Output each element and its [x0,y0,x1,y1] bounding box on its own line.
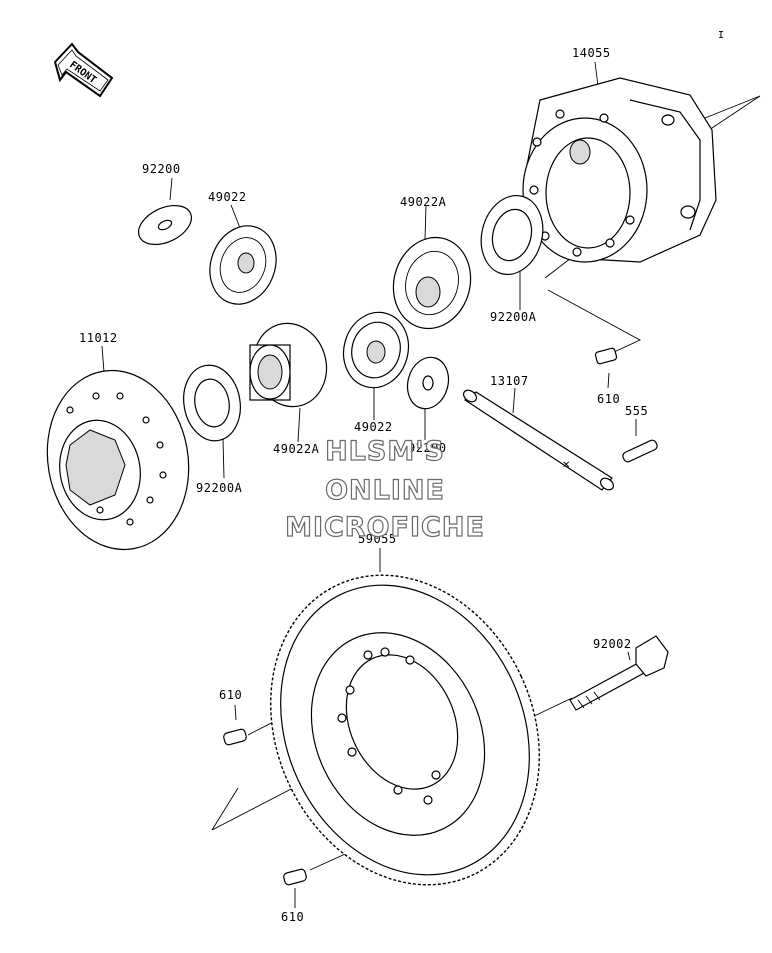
label-14055: 14055 [572,46,611,60]
label-49022-mid: 49022 [354,420,393,434]
differential-case-14055 [522,77,717,263]
pin-555 [622,439,658,463]
side-gear-49022A-mid [249,322,328,408]
svg-text:✕: ✕ [562,460,570,471]
label-555: 555 [625,404,649,418]
pinion-gear-49022-mid [342,311,410,389]
label-49022A-mid: 49022A [273,442,320,456]
ring-gear-59055 [270,574,540,886]
label-13107: 13107 [490,374,529,388]
label-610-top: 610 [597,392,621,406]
label-92200A-left: 92200A [196,481,243,495]
dowel-pin-610-bottom [283,868,307,886]
washer-92200-top [138,204,192,246]
dowel-pin-610-top [594,347,618,365]
label-610-bottom: 610 [281,910,305,924]
label-92200-mid: 92200 [408,441,447,455]
watermark-line-2: ONLINE [324,474,445,506]
label-49022A-top: 49022A [400,195,447,209]
washer-92200A-right [480,194,544,276]
side-gear-49022A-top [392,236,472,330]
dowel-pin-610-left [223,728,247,746]
cover-11012 [46,369,190,551]
label-92200-top: 92200 [142,162,181,176]
bolt-92002 [569,635,669,711]
watermark-line-1: HLSM'S [324,435,445,467]
watermark-line-3: MICROFICHE [284,511,485,543]
label-59055: 59055 [358,532,397,546]
pinion-gear-49022-top [209,225,277,305]
shaft-13107: ✕ [462,389,615,491]
corner-mark: I [718,30,724,41]
label-49022-top: 49022 [208,190,247,204]
washer-92200-mid [406,356,450,410]
front-arrow-icon [53,42,114,98]
label-11012: 11012 [79,331,118,345]
label-92002: 92002 [593,637,632,651]
washer-92200A-left [183,364,241,442]
label-610-left: 610 [219,688,243,702]
label-92200A-right: 92200A [490,310,537,324]
